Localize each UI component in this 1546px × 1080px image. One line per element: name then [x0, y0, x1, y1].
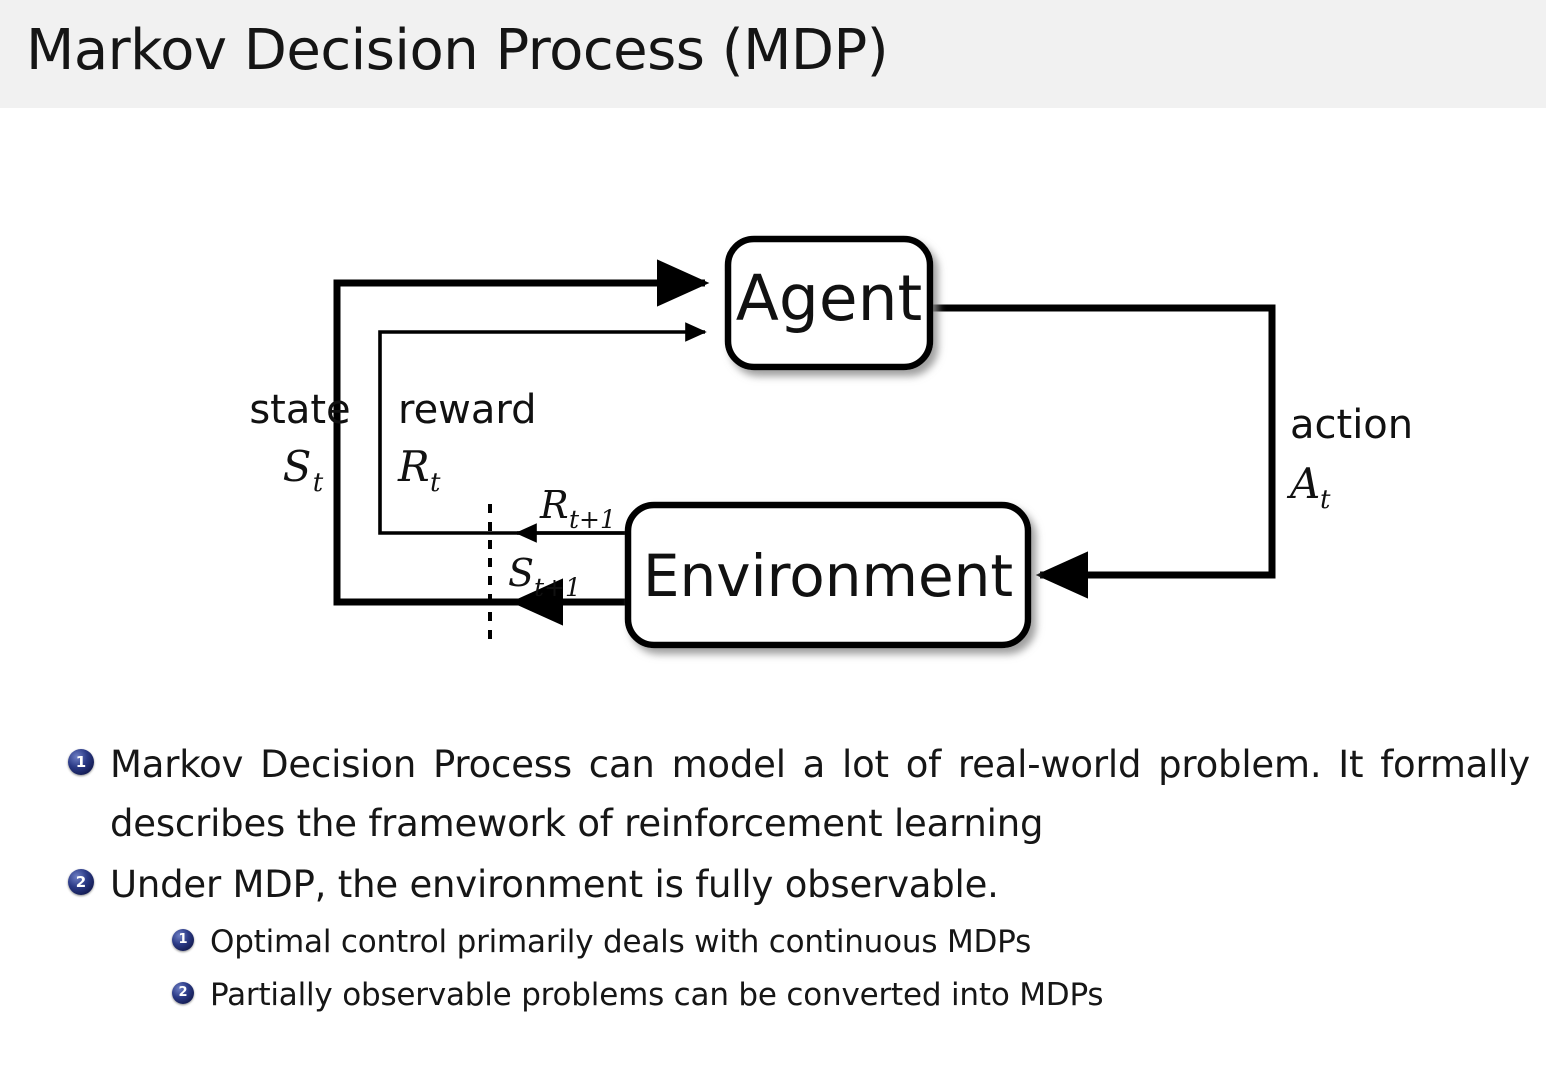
- svg-text:t: t: [430, 468, 441, 498]
- mdp-interaction-diagram: Agent Environment state S t reward R t a…: [0, 108, 1546, 708]
- bullet-list: 1 Markov Decision Process can model a lo…: [0, 735, 1546, 1022]
- bullet-number-badge: 1: [68, 749, 94, 775]
- svg-text:t: t: [313, 468, 324, 498]
- sub-list-item: 2 Partially observable problems can be c…: [0, 969, 1546, 1022]
- next-reward-label: R t+1: [539, 483, 616, 534]
- svg-text:t+1: t+1: [534, 573, 581, 602]
- sub-list-item-text: Partially observable problems can be con…: [210, 977, 1104, 1013]
- sub-list-item: 1 Optimal control primarily deals with c…: [0, 916, 1546, 969]
- next-state-label: S t+1: [508, 551, 581, 602]
- agent-node-label: Agent: [736, 262, 922, 335]
- svg-text:S: S: [508, 551, 534, 595]
- list-item: 1 Markov Decision Process can model a lo…: [0, 735, 1546, 853]
- svg-text:S: S: [283, 442, 312, 491]
- bullet-number-badge: 2: [68, 869, 94, 895]
- svg-text:R: R: [397, 442, 430, 491]
- list-item-text: Under MDP, the environment is fully obse…: [110, 863, 999, 906]
- svg-text:reward: reward: [398, 387, 537, 433]
- svg-text:t: t: [1320, 485, 1331, 515]
- agent-node[interactable]: Agent: [724, 235, 934, 371]
- environment-node[interactable]: Environment: [624, 501, 1032, 649]
- list-item: 2 Under MDP, the environment is fully ob…: [0, 855, 1546, 914]
- svg-text:R: R: [539, 483, 569, 527]
- svg-text:action: action: [1290, 402, 1413, 448]
- bullet-number-badge: 2: [172, 982, 194, 1004]
- svg-text:state: state: [249, 387, 350, 433]
- bullet-number-badge: 1: [172, 929, 194, 951]
- slide-header-band: Markov Decision Process (MDP): [0, 0, 1546, 108]
- environment-node-label: Environment: [643, 542, 1013, 610]
- svg-text:A: A: [1286, 459, 1320, 508]
- action-label: action A t: [1286, 402, 1413, 515]
- page-title: Markov Decision Process (MDP): [26, 18, 889, 83]
- list-item-text: Markov Decision Process can model a lot …: [110, 743, 1530, 845]
- state-label: state S t: [249, 387, 350, 498]
- reward-label: reward R t: [397, 387, 537, 498]
- sub-list-item-text: Optimal control primarily deals with con…: [210, 924, 1032, 960]
- svg-text:t+1: t+1: [569, 505, 616, 534]
- action-arrow: [930, 304, 1276, 599]
